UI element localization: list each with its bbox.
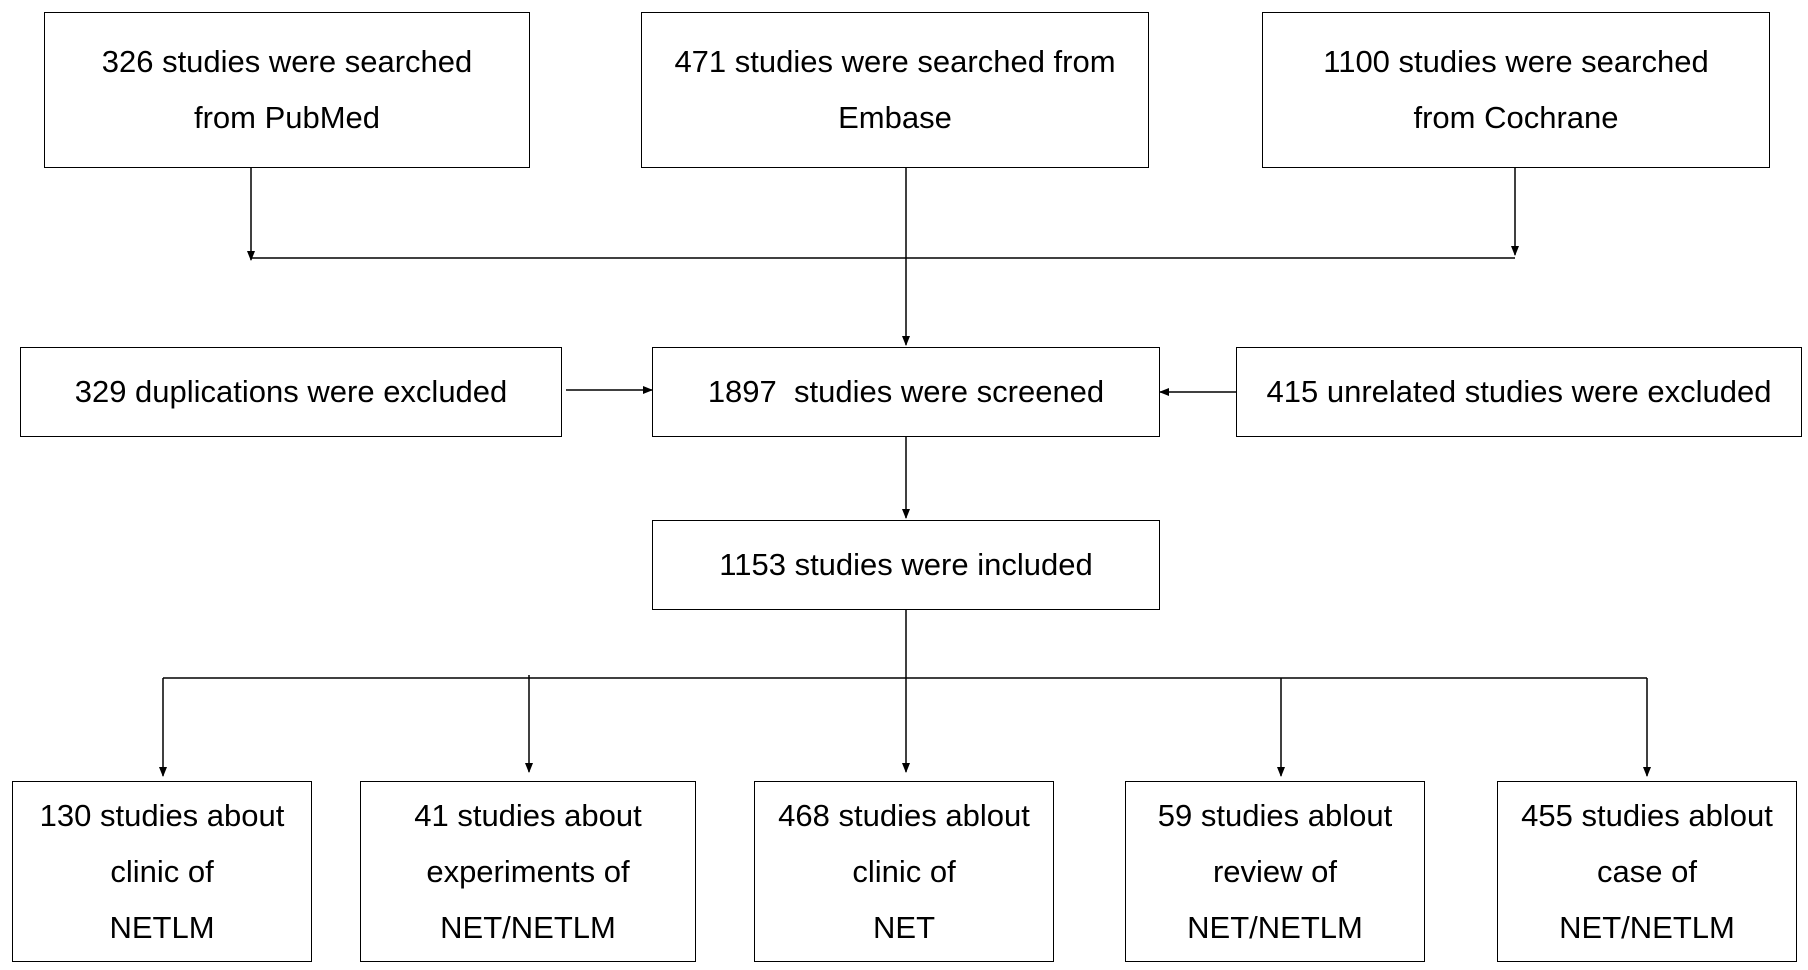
box-text-line: 1100 studies were searched	[1323, 44, 1709, 79]
box-text-line: 1153 studies were included	[719, 547, 1093, 582]
box-text-line: experiments of	[426, 853, 630, 889]
category-box-clinic-net: 468 studies ablout clinic of NET	[754, 781, 1054, 962]
box-text-line: NET/NETLM	[1187, 909, 1363, 945]
duplications-excluded-box: 329 duplications were excluded	[20, 347, 562, 437]
box-text-line: 415 unrelated studies were excluded	[1266, 374, 1772, 409]
box-text-line: 130 studies about	[39, 797, 285, 833]
box-text-line: 471 studies were searched from	[674, 44, 1116, 79]
source-box-embase: 471 studies were searched from Embase	[641, 12, 1149, 168]
box-text-line: review of	[1212, 853, 1338, 889]
box-text-line: NETLM	[109, 909, 215, 945]
box-text-line: case of	[1597, 853, 1697, 889]
category-box-clinic-netlm: 130 studies about clinic of NETLM	[12, 781, 312, 962]
included-box: 1153 studies were included	[652, 520, 1160, 610]
box-text-line: 468 studies ablout	[778, 797, 1030, 833]
box-text-line: NET	[873, 909, 935, 945]
box-text-line: 455 studies ablout	[1521, 797, 1773, 833]
category-box-review: 59 studies ablout review of NET/NETLM	[1125, 781, 1425, 962]
box-text-line: NET/NETLM	[440, 909, 616, 945]
source-box-pubmed: 326 studies were searched from PubMed	[44, 12, 530, 168]
source-box-cochrane: 1100 studies were searched from Cochrane	[1262, 12, 1770, 168]
box-text-line: from PubMed	[193, 100, 381, 135]
box-text-line: 41 studies about	[414, 797, 642, 833]
box-text-line: 1897 studies were screened	[707, 374, 1105, 409]
box-text-line: 59 studies ablout	[1157, 797, 1393, 833]
box-text-line: clinic of	[852, 853, 956, 889]
category-box-experiments: 41 studies about experiments of NET/NETL…	[360, 781, 696, 962]
box-text-line: 326 studies were searched	[101, 44, 473, 79]
box-text-line: clinic of	[110, 853, 214, 889]
box-text-line: 329 duplications were excluded	[74, 374, 508, 409]
box-text-line: from Cochrane	[1413, 100, 1619, 135]
box-text-line: NET/NETLM	[1559, 909, 1735, 945]
box-text-line: Embase	[838, 100, 952, 135]
category-box-case: 455 studies ablout case of NET/NETLM	[1497, 781, 1797, 962]
unrelated-excluded-box: 415 unrelated studies were excluded	[1236, 347, 1802, 437]
screened-box: 1897 studies were screened	[652, 347, 1160, 437]
